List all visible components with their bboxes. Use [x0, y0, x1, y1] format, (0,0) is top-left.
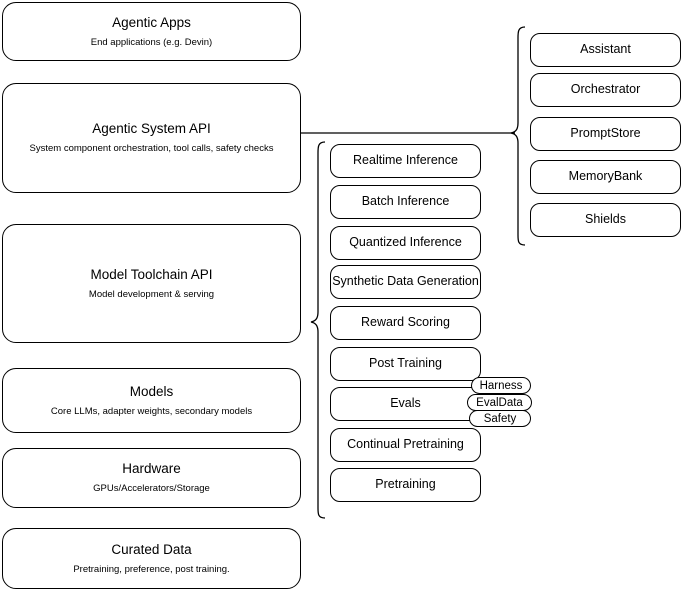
node-assistant[interactable]: Assistant: [530, 33, 681, 67]
badge-evaldata[interactable]: EvalData: [467, 394, 532, 411]
node-pretraining[interactable]: Pretraining: [330, 468, 481, 502]
node-memorybank[interactable]: MemoryBank: [530, 160, 681, 194]
node-label: Continual Pretraining: [347, 437, 464, 452]
badge-harness[interactable]: Harness: [471, 377, 531, 394]
node-label: PromptStore: [570, 126, 641, 141]
layer-subtitle: End applications (e.g. Devin): [90, 36, 213, 48]
node-quantized-inference[interactable]: Quantized Inference: [330, 226, 481, 260]
badge-label: Safety: [483, 412, 517, 425]
node-realtime-inference[interactable]: Realtime Inference: [330, 144, 481, 178]
node-label: Post Training: [369, 356, 442, 371]
node-label: Reward Scoring: [361, 315, 450, 330]
node-label: Batch Inference: [361, 194, 450, 209]
node-label: Orchestrator: [570, 82, 641, 97]
layer-hardware[interactable]: Hardware GPUs/Accelerators/Storage: [2, 448, 301, 508]
node-shields[interactable]: Shields: [530, 203, 681, 237]
layer-curated-data[interactable]: Curated Data Pretraining, preference, po…: [2, 528, 301, 589]
layer-title: Hardware: [122, 461, 181, 477]
badge-label: Harness: [479, 379, 523, 392]
brace-system: [510, 26, 526, 246]
layer-subtitle: GPUs/Accelerators/Storage: [93, 483, 210, 494]
brace-toolchain: [310, 141, 326, 519]
node-batch-inference[interactable]: Batch Inference: [330, 185, 481, 219]
node-post-training[interactable]: Post Training: [330, 347, 481, 381]
layer-title: Agentic System API: [92, 121, 211, 137]
node-orchestrator[interactable]: Orchestrator: [530, 73, 681, 107]
node-label: MemoryBank: [568, 169, 643, 184]
layer-subtitle: Core LLMs, adapter weights, secondary mo…: [50, 405, 253, 417]
layer-model-toolchain-api[interactable]: Model Toolchain API Model development & …: [2, 224, 301, 343]
node-label: Shields: [585, 212, 626, 227]
layer-title: Model Toolchain API: [90, 266, 213, 282]
node-reward-scoring[interactable]: Reward Scoring: [330, 306, 481, 340]
node-label: Realtime Inference: [353, 153, 458, 168]
node-label: Synthetic Data Generation: [332, 274, 479, 289]
layer-agentic-system-api[interactable]: Agentic System API System component orch…: [2, 83, 301, 193]
node-label: Evals: [390, 396, 421, 411]
layer-models[interactable]: Models Core LLMs, adapter weights, secon…: [2, 368, 301, 433]
layer-agentic-apps[interactable]: Agentic Apps End applications (e.g. Devi…: [2, 2, 301, 61]
node-continual-pretraining[interactable]: Continual Pretraining: [330, 428, 481, 462]
node-promptstore[interactable]: PromptStore: [530, 117, 681, 151]
badge-safety[interactable]: Safety: [469, 410, 531, 427]
layer-title: Agentic Apps: [112, 14, 191, 30]
node-evals[interactable]: Evals: [330, 387, 481, 421]
layer-subtitle: Model development & serving: [88, 288, 215, 300]
layer-subtitle: System component orchestration, tool cal…: [29, 143, 274, 154]
layer-subtitle: Pretraining, preference, post training.: [73, 563, 230, 575]
node-label: Pretraining: [375, 477, 436, 492]
node-synthetic-data-generation[interactable]: Synthetic Data Generation: [330, 265, 481, 299]
node-label: Assistant: [580, 42, 631, 57]
badge-label: EvalData: [476, 396, 523, 409]
node-label: Quantized Inference: [349, 235, 462, 250]
layer-title: Models: [129, 383, 174, 399]
layer-title: Curated Data: [111, 541, 192, 557]
